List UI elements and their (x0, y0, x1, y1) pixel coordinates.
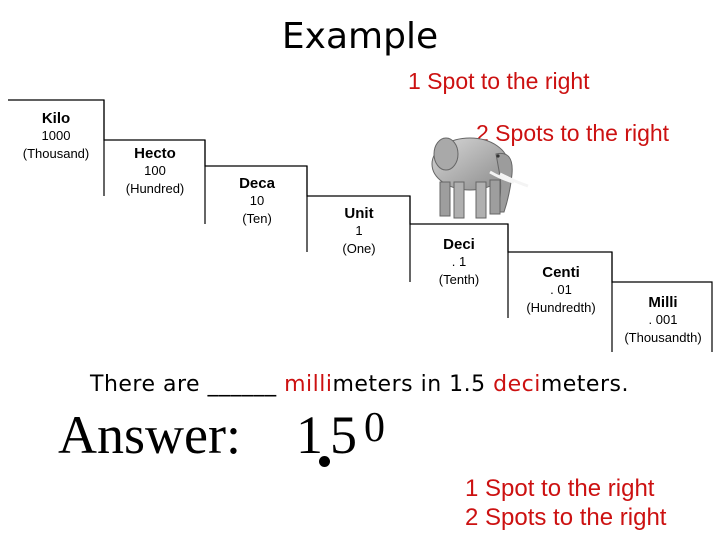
unit-desc: (Thousand) (22, 146, 90, 161)
decimal-point (319, 456, 330, 467)
unit-value: 1 (355, 223, 363, 238)
unit-name: Deca (239, 175, 275, 192)
slide-title: Example (281, 16, 439, 57)
question-prefix-milli: milli (284, 372, 333, 397)
unit-value: . 001 (648, 312, 678, 327)
unit-desc: (One) (342, 241, 376, 256)
unit-deca: Deca 10 (Ten) (214, 175, 300, 228)
question-before: There are ______ (90, 372, 285, 397)
answer-digit-2: 5 (330, 405, 357, 465)
question-prefix-deci: deci (493, 372, 541, 397)
bottom-notes: 1 Spot to the right 2 Spots to the right (465, 474, 666, 532)
answer-digit-1: 1 (296, 405, 323, 465)
unit-value: . 01 (550, 282, 572, 297)
answer-digit-3: 0 (364, 405, 385, 451)
unit-name: Unit (344, 205, 374, 222)
unit-name: Kilo (41, 110, 71, 127)
answer-label: Answer: (58, 405, 241, 465)
unit-desc: (Hundredth) (526, 300, 596, 315)
unit-hecto: Hecto 100 (Hundred) (112, 145, 198, 198)
bottom-note-one-spot: 1 Spot to the right (465, 475, 655, 502)
question-middle: meters in 1.5 (332, 372, 494, 397)
unit-desc: (Ten) (242, 211, 272, 226)
unit-desc: (Thousandth) (624, 330, 702, 345)
unit-name: Hecto (134, 145, 176, 162)
note-two-spots: 2 Spots to the right (476, 120, 670, 146)
unit-value: . 1 (451, 254, 467, 269)
question-sentence: There are ______ millimeters in 1.5 deci… (90, 372, 629, 397)
unit-value: 10 (249, 193, 265, 208)
unit-value: 100 (144, 163, 166, 178)
question-after: meters. (540, 372, 629, 397)
bottom-note-two-spots: 2 Spots to the right (465, 504, 667, 531)
note-one-spot: 1 Spot to the right (408, 68, 590, 94)
unit-kilo: Kilo 1000 (Thousand) (14, 110, 98, 163)
unit-desc: (Hundred) (125, 181, 185, 196)
unit-milli: Milli . 001 (Thousandth) (614, 294, 712, 347)
elephant-icon (431, 137, 529, 219)
unit-unit: Unit 1 (One) (314, 205, 404, 258)
unit-name: Milli (648, 294, 678, 311)
unit-desc: (Tenth) (438, 272, 480, 287)
unit-name: Centi (542, 264, 580, 281)
unit-value: 1000 (41, 128, 71, 143)
unit-centi: Centi . 01 (Hundredth) (514, 264, 608, 317)
unit-name: Deci (443, 236, 475, 253)
unit-deci: Deci . 1 (Tenth) (416, 236, 502, 289)
